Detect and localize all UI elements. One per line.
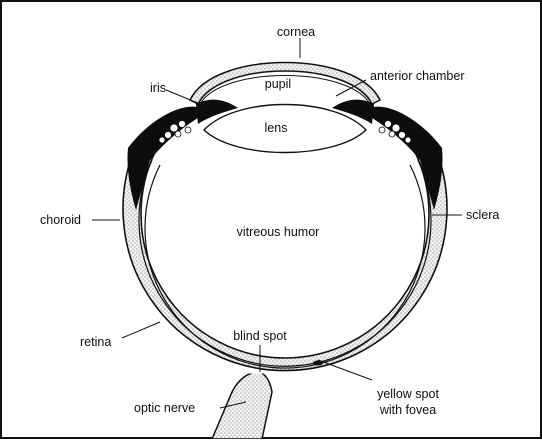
label-vitreous-humor: vitreous humor bbox=[237, 225, 320, 239]
label-optic-nerve: optic nerve bbox=[134, 401, 195, 415]
label-anterior-chamber: anterior chamber bbox=[370, 69, 465, 83]
label-yellow-spot-line2: with fovea bbox=[379, 403, 436, 417]
label-iris: iris bbox=[150, 81, 166, 95]
label-cornea: cornea bbox=[277, 25, 315, 39]
label-choroid: choroid bbox=[40, 213, 81, 227]
label-sclera: sclera bbox=[466, 208, 499, 222]
label-blind-spot: blind spot bbox=[233, 329, 287, 343]
label-yellow-spot-line1: yellow spot bbox=[377, 387, 439, 401]
label-pupil: pupil bbox=[265, 77, 291, 91]
label-retina: retina bbox=[80, 335, 111, 349]
label-lens: lens bbox=[265, 121, 288, 135]
